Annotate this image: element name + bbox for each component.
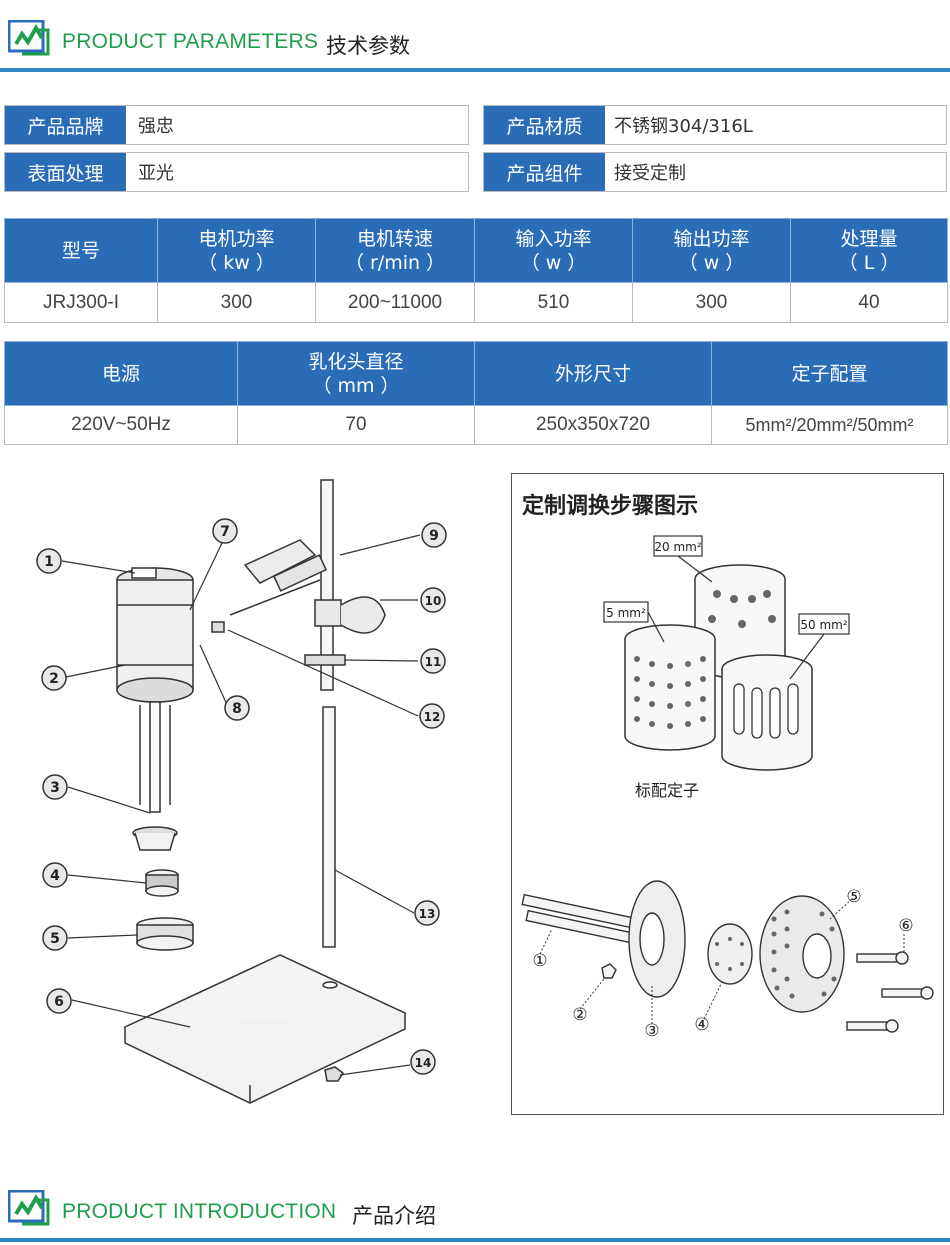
cell-capacity: 40 bbox=[790, 282, 948, 323]
callout-10: 10 bbox=[425, 594, 442, 608]
stator-caption: 标配定子 bbox=[635, 781, 699, 800]
header-motor-power: 电机功率（ kw ） bbox=[157, 218, 316, 283]
callout-11: 11 bbox=[425, 655, 442, 669]
brand-logo-icon bbox=[8, 20, 50, 56]
section-title-cn: 产品介绍 bbox=[352, 1204, 436, 1228]
stator-label-50: 50 mm² bbox=[800, 618, 847, 632]
callout-6: 6 bbox=[54, 994, 64, 1010]
part-label-2: ② bbox=[572, 1005, 587, 1025]
spec-table-physical: 电源 乳化头直径（ mm ） 外形尺寸 定子配置 220V~50Hz 70 25… bbox=[4, 341, 948, 445]
cell-motor-speed: 200~11000 bbox=[315, 282, 475, 323]
spec-value: 强忠 bbox=[138, 116, 174, 137]
header-output-power: 输出功率（ w ） bbox=[632, 218, 791, 283]
header-dimensions: 外形尺寸 bbox=[474, 341, 712, 406]
cell-stator-config: 5mm²/20mm²/50mm² bbox=[711, 405, 948, 445]
section-title-en: PRODUCT INTRODUCTION bbox=[62, 1200, 337, 1223]
callout-5: 5 bbox=[50, 931, 60, 947]
section-title-cn: 技术参数 bbox=[326, 34, 410, 58]
callout-13: 13 bbox=[419, 907, 436, 921]
spec-surface: 表面处理 亚光 bbox=[4, 152, 469, 192]
cell-head-diameter: 70 bbox=[237, 405, 475, 445]
stator-label-5: 5 mm² bbox=[606, 606, 646, 620]
spec-label: 表面处理 bbox=[5, 153, 126, 191]
callout-4: 4 bbox=[50, 868, 60, 884]
part-label-4: ④ bbox=[694, 1015, 709, 1035]
cell-dimensions: 250x350x720 bbox=[474, 405, 712, 445]
cell-input-power: 510 bbox=[474, 282, 633, 323]
section-rule bbox=[0, 1238, 950, 1242]
stator-exchange-diagram: 20 mm² 5 mm² 50 mm² 标配定子 bbox=[521, 535, 934, 1041]
callout-12: 12 bbox=[424, 710, 441, 724]
cell-model: JRJ300-I bbox=[4, 282, 158, 323]
spec-label: 产品品牌 bbox=[5, 106, 126, 144]
stator-exchange-panel: 定制调换步骤图示 bbox=[511, 473, 944, 1115]
part-label-6: ⑥ bbox=[898, 916, 913, 936]
callout-1: 1 bbox=[44, 554, 54, 570]
spec-label: 产品组件 bbox=[484, 153, 605, 191]
callout-14: 14 bbox=[415, 1056, 432, 1070]
part-label-1: ① bbox=[532, 951, 547, 971]
cell-motor-power: 300 bbox=[157, 282, 316, 323]
header-capacity: 处理量（ L ） bbox=[790, 218, 948, 283]
cell-power-supply: 220V~50Hz bbox=[4, 405, 238, 445]
section-header-introduction: PRODUCT INTRODUCTION 产品介绍 bbox=[0, 1190, 950, 1242]
spec-brand: 产品品牌 强忠 bbox=[4, 105, 469, 145]
homogenizer-exploded-diagram: 1 2 3 4 5 6 7 8 9 10 11 12 13 14 bbox=[36, 479, 447, 1104]
header-motor-speed: 电机转速（ r/min ） bbox=[315, 218, 475, 283]
stator-label-20: 20 mm² bbox=[654, 540, 701, 554]
spec-table-performance: 型号 电机功率（ kw ） 电机转速（ r/min ） 输入功率（ w ） 输出… bbox=[4, 218, 948, 323]
header-power-supply: 电源 bbox=[4, 341, 238, 406]
callout-8: 8 bbox=[232, 701, 242, 717]
spec-components: 产品组件 接受定制 bbox=[483, 152, 947, 192]
part-label-5: ⑤ bbox=[846, 887, 861, 907]
brand-logo-icon bbox=[8, 1190, 50, 1226]
callout-2: 2 bbox=[49, 671, 59, 687]
callout-7: 7 bbox=[220, 524, 230, 540]
cell-output-power: 300 bbox=[632, 282, 791, 323]
header-model: 型号 bbox=[4, 218, 158, 283]
spec-value: 不锈钢304/316L bbox=[614, 116, 753, 137]
section-rule bbox=[0, 68, 950, 72]
header-stator-config: 定子配置 bbox=[711, 341, 948, 406]
spec-material: 产品材质 不锈钢304/316L bbox=[483, 105, 947, 145]
header-head-diameter: 乳化头直径（ mm ） bbox=[237, 341, 475, 406]
section-header-parameters: PRODUCT PARAMETERS 技术参数 bbox=[0, 20, 950, 72]
spec-value: 接受定制 bbox=[614, 163, 686, 184]
spec-value: 亚光 bbox=[138, 163, 174, 184]
spec-label: 产品材质 bbox=[484, 106, 605, 144]
section-title-en: PRODUCT PARAMETERS bbox=[62, 30, 319, 53]
callout-9: 9 bbox=[429, 528, 439, 544]
callout-3: 3 bbox=[50, 780, 60, 796]
part-label-3: ③ bbox=[644, 1021, 659, 1041]
header-input-power: 输入功率（ w ） bbox=[474, 218, 633, 283]
stator-panel-title: 定制调换步骤图示 bbox=[522, 494, 699, 519]
